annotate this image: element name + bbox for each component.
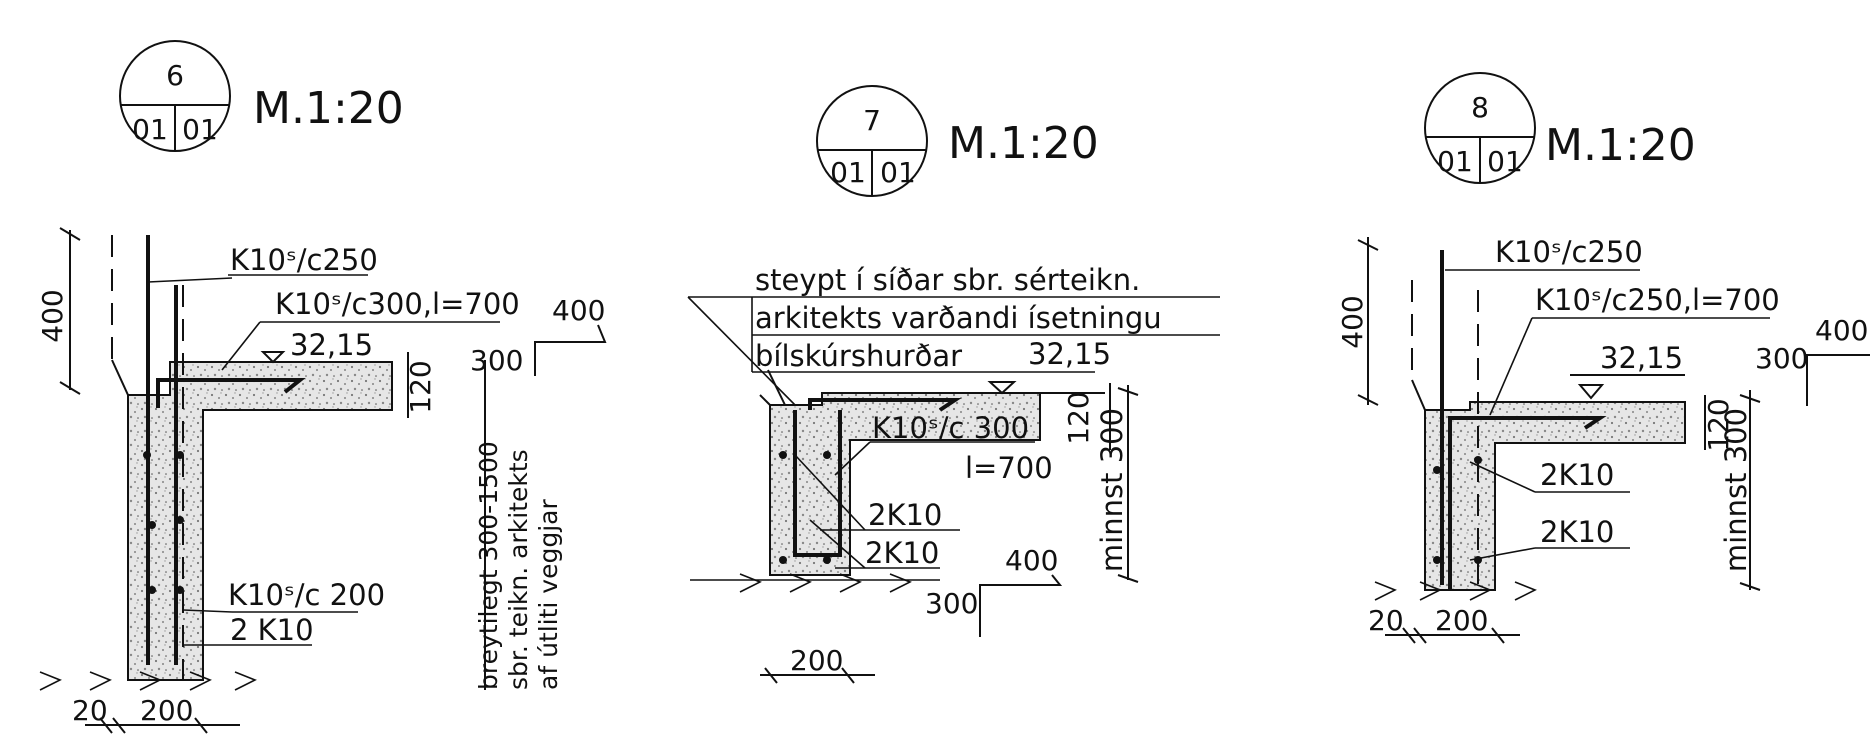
detail-7-dim-200: 200 (790, 644, 843, 677)
detail-7-note: steypt í síðar sbr. sérteikn. arkitekts … (755, 263, 1162, 373)
detail-8-scale: M.1:20 (1545, 120, 1696, 171)
detail-7-level: 32,15 (1028, 337, 1111, 371)
detail-7-label-bars-a: 2K10 (868, 498, 942, 532)
detail-6-rebar-slab (156, 378, 306, 408)
detail-8-label-bars-a: 2K10 (1540, 458, 1614, 492)
detail-6-sheet-right: 01 (182, 113, 218, 146)
detail-6-dim-120: 120 (404, 360, 437, 413)
detail-6-scale: M.1:20 (253, 83, 404, 134)
svg-text:arkitekts varðandi ísetningu: arkitekts varðandi ísetningu (755, 301, 1162, 335)
detail-6-label-wall-bars: 2 K10 (230, 613, 314, 647)
detail-8-number: 8 (1471, 91, 1489, 124)
detail-6-dim-400: 400 (36, 289, 69, 342)
detail-7-label-bar: K10ˢ/c 300 (872, 411, 1029, 445)
detail-8-dim-400: 400 (1336, 295, 1369, 348)
detail-6-concrete-section (127, 361, 393, 681)
svg-text:bílskúrshurðar: bílskúrshurðar (755, 339, 962, 373)
detail-7-sheet-left: 01 (830, 156, 866, 189)
detail-7-rebar (793, 398, 962, 557)
detail-7-sheet-right: 01 (880, 156, 916, 189)
detail-6-sheet-left: 01 (132, 113, 168, 146)
detail-8-label-bars-b: 2K10 (1540, 515, 1614, 549)
detail-6-label-top-bar: K10ˢ/c250 (230, 243, 378, 277)
detail-8-bend-400: 400 (1815, 314, 1868, 347)
detail-6-vertical-note: breytilegt 300-1500 sbr. teikn. arkitekt… (474, 441, 563, 690)
detail-8-dim-120: 120 (1702, 398, 1735, 451)
detail-6-bend-300: 300 (470, 344, 523, 377)
detail-6: 6 01 01 M.1:20 400 K10ˢ/c250 K10ˢ/c300,l… (36, 40, 607, 734)
detail-8-sheet-left: 01 (1437, 145, 1473, 178)
detail-7-number: 7 (863, 104, 881, 137)
detail-8: 8 01 01 M.1:20 400 K10ˢ/c250 K10ˢ/c250,l… (1336, 72, 1870, 644)
detail-8-sheet-right: 01 (1487, 145, 1523, 178)
detail-8-dim-20: 20 (1368, 604, 1404, 637)
detail-7-bend-300: 300 (925, 587, 978, 620)
detail-7-dim-120: 120 (1062, 391, 1095, 444)
svg-text:breytilegt 300-1500: breytilegt 300-1500 (474, 441, 503, 690)
detail-7-bend-400: 400 (1005, 544, 1058, 577)
detail-6-label-wall-stirrup: K10ˢ/c 200 (228, 578, 385, 612)
detail-7: 7 01 01 M.1:20 steypt í síðar sbr. sérte… (687, 85, 1220, 684)
detail-6-number: 6 (166, 59, 184, 92)
detail-7-label-bars-b: 2K10 (865, 536, 939, 570)
detail-8-level: 32,15 (1600, 341, 1683, 375)
detail-6-dim-200: 200 (140, 694, 193, 727)
detail-8-concrete-section (1424, 401, 1686, 591)
detail-6-bend-400: 400 (552, 294, 605, 327)
detail-7-scale: M.1:20 (948, 118, 1099, 169)
detail-7-label-bar-len: l=700 (965, 451, 1053, 485)
detail-8-dim-200: 200 (1435, 604, 1488, 637)
detail-6-reference-bubble: 6 01 01 (119, 40, 231, 152)
detail-7-dim-minnst: minnst 300 (1095, 408, 1129, 572)
detail-8-bend-300: 300 (1755, 342, 1808, 375)
svg-text:af útliti veggjar: af útliti veggjar (534, 499, 563, 690)
detail-6-label-slab-bar: K10ˢ/c300,l=700 (275, 287, 520, 321)
svg-text:sbr. teikn. arkitekts: sbr. teikn. arkitekts (504, 449, 533, 690)
detail-7-reference-bubble: 7 01 01 (816, 85, 928, 197)
detail-8-reference-bubble: 8 01 01 (1424, 72, 1536, 184)
svg-text:steypt í síðar sbr. sérteikn.: steypt í síðar sbr. sérteikn. (755, 263, 1140, 297)
detail-8-dim-minnst: minnst 300 (1719, 408, 1753, 572)
detail-8-rebar (1440, 250, 1607, 590)
detail-6-level: 32,15 (290, 328, 373, 362)
detail-8-label-top-bar: K10ˢ/c250 (1495, 235, 1643, 269)
detail-8-label-slab-bar: K10ˢ/c250,l=700 (1535, 283, 1780, 317)
